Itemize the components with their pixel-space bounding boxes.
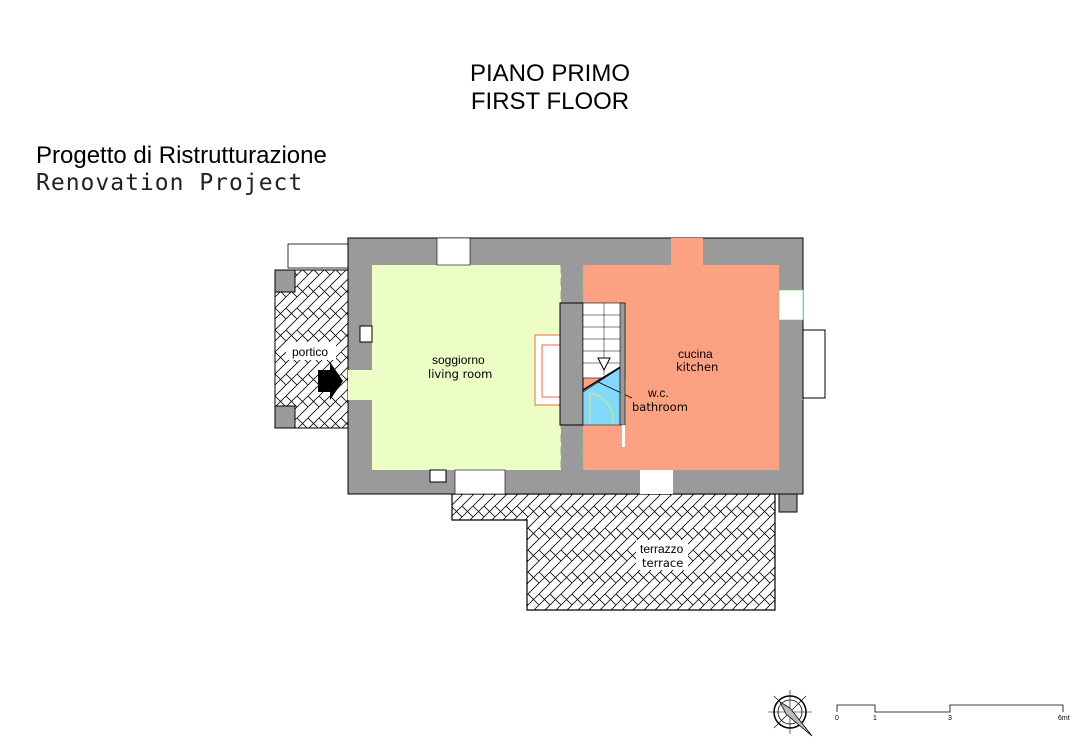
north-arrow-icon bbox=[768, 690, 813, 737]
label-portico: portico bbox=[292, 345, 328, 359]
label-living-en: living room bbox=[428, 367, 492, 381]
scale-tick-1: 1 bbox=[873, 715, 877, 722]
title-english: FIRST FLOOR bbox=[470, 88, 630, 115]
scale-tick-3: 3 bbox=[948, 715, 952, 722]
project-title-italian: Progetto di Ristrutturazione bbox=[36, 142, 327, 169]
label-bathroom-en: bathroom bbox=[632, 400, 688, 414]
label-living-it: soggiorno bbox=[432, 353, 485, 367]
scale-tick-0: 0 bbox=[835, 715, 839, 722]
title-italian: PIANO PRIMO bbox=[469, 60, 631, 87]
scale-bar: 0 1 3 6mt bbox=[835, 704, 1070, 722]
living-room bbox=[372, 265, 561, 470]
label-bathroom-it: w.c. bbox=[647, 386, 669, 400]
terrace bbox=[451, 493, 776, 611]
label-terrace-en: terrace bbox=[642, 556, 683, 570]
label-kitchen-en: kitchen bbox=[676, 360, 718, 374]
label-kitchen-it: cucina bbox=[678, 347, 713, 361]
label-terrace-it: terrazzo bbox=[640, 542, 684, 556]
project-title-english: Renovation Project bbox=[36, 170, 304, 196]
scale-tick-6: 6mt bbox=[1058, 715, 1070, 722]
fireplace bbox=[534, 334, 562, 406]
portico bbox=[274, 243, 349, 429]
